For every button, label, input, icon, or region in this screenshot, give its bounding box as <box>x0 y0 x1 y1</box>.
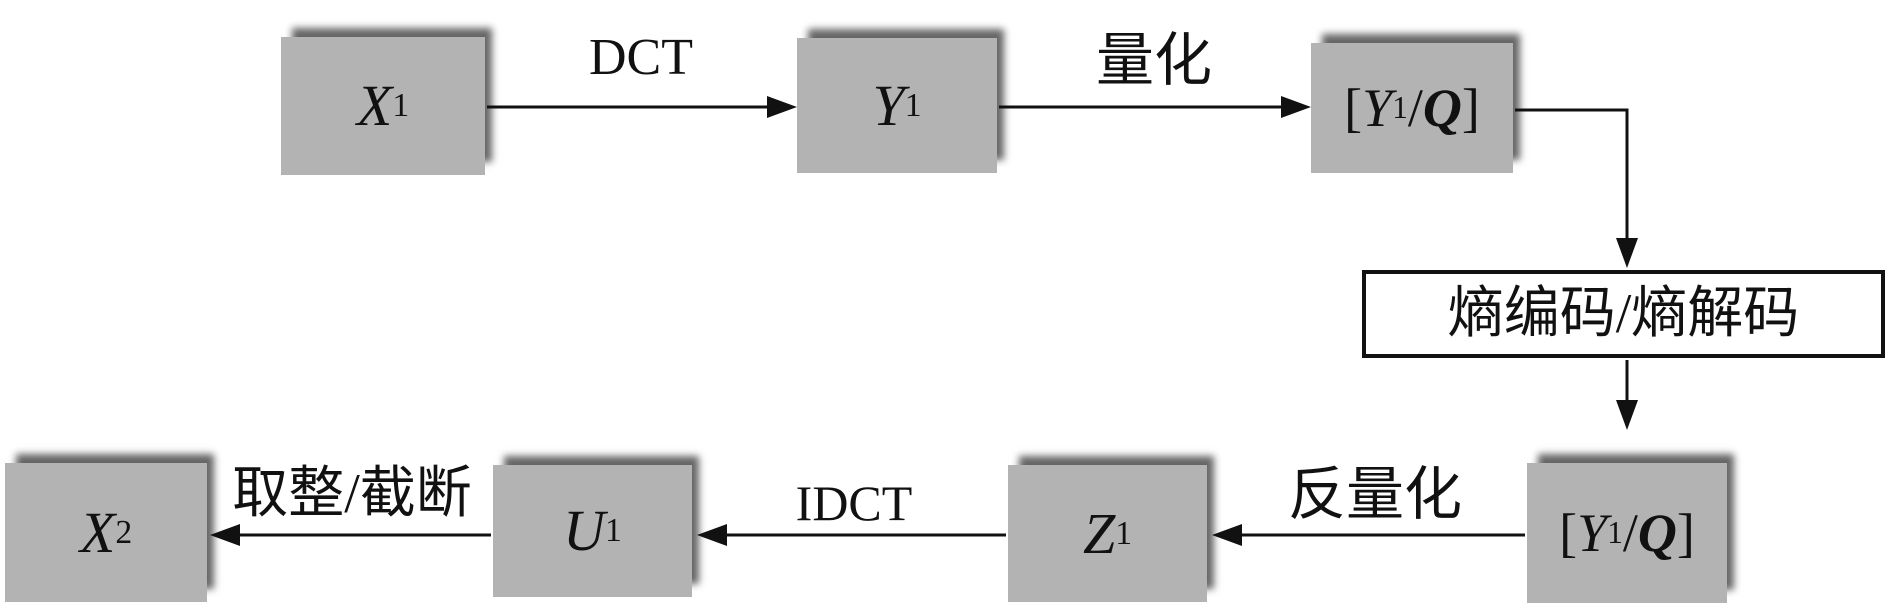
arrow-quantize-head <box>1281 96 1311 118</box>
arrow-round-truncate-head <box>210 524 240 546</box>
arrow-dequantize-head <box>1212 524 1242 546</box>
label-round-truncate: 取整/截断 <box>232 463 472 525</box>
arrow-from-entropy-head <box>1616 400 1638 430</box>
arrow-idct-head <box>697 524 727 546</box>
label-dequantize: 反量化 <box>1287 462 1462 527</box>
label-dct: DCT <box>589 29 693 86</box>
arrow-dct-head <box>767 96 797 118</box>
connector-to-entropy <box>1515 108 1629 243</box>
entropy-codec-label: 熵编码/熵解码 <box>1447 283 1800 345</box>
connector-to-entropy-head <box>1616 238 1638 268</box>
label-idct: IDCT <box>795 475 913 531</box>
block-entropy-codec: 熵编码/熵解码 <box>1362 270 1885 358</box>
label-quantize: 量化 <box>1095 28 1212 93</box>
